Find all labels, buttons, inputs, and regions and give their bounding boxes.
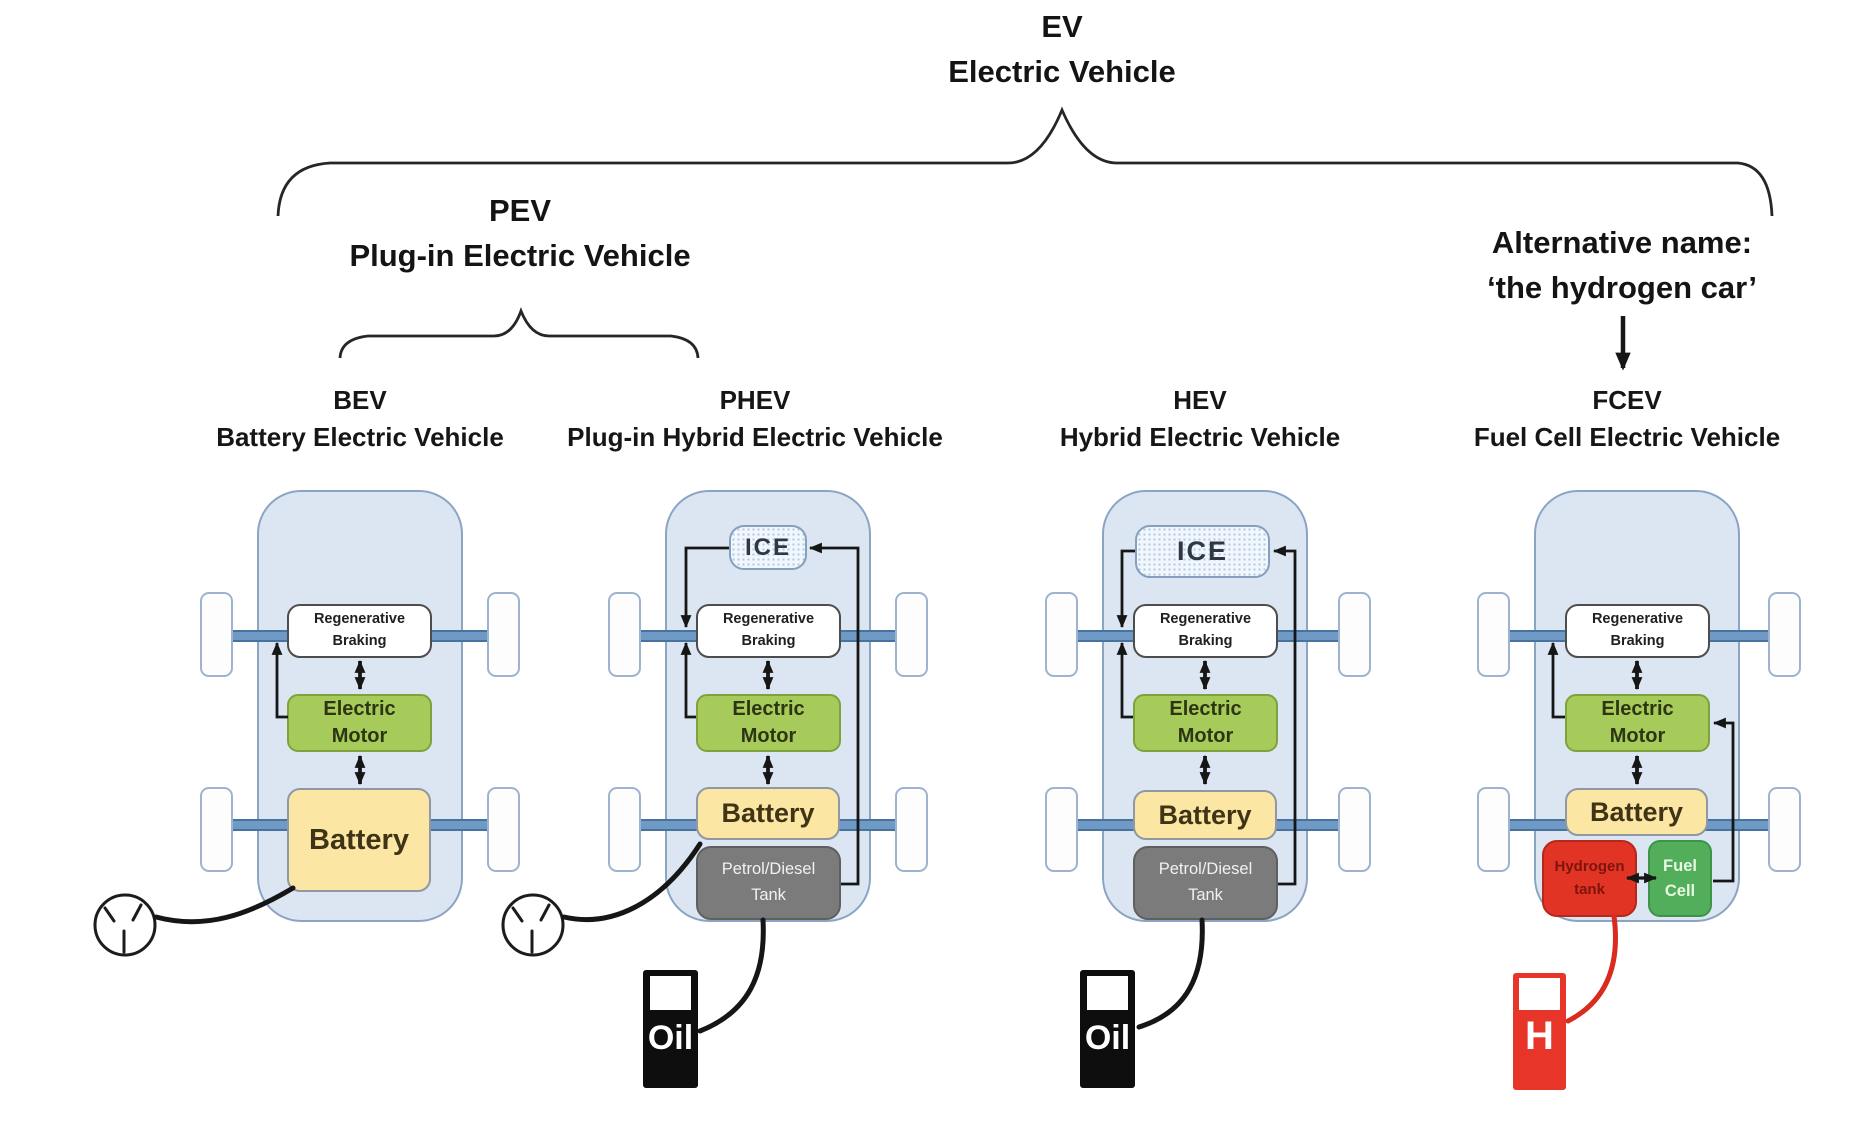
ice-box: ICE [729, 525, 807, 570]
wheel [1338, 787, 1371, 872]
regenerative-braking-box: Regenerative Braking [1565, 604, 1710, 658]
hev-header: HEV Hybrid Electric Vehicle [980, 382, 1420, 456]
ev-title: EV Electric Vehicle [712, 4, 1412, 94]
power-plug-icon [501, 893, 565, 957]
oil-pump-icon: Oil [643, 970, 698, 1088]
wheel [1477, 592, 1510, 677]
ev-acronym: EV [1041, 9, 1083, 44]
fcev-alt-line2: ‘the hydrogen car’ [1487, 270, 1757, 305]
fcev-acronym: FCEV [1592, 385, 1662, 415]
wheel [1338, 592, 1371, 677]
wheel [200, 787, 233, 872]
wheel [608, 787, 641, 872]
battery-box: Battery [287, 788, 431, 892]
power-plug-icon [93, 893, 157, 957]
wheel [1477, 787, 1510, 872]
wheel [895, 787, 928, 872]
wheel [1045, 592, 1078, 677]
pump-window [1087, 976, 1128, 1010]
fcev-name: Fuel Cell Electric Vehicle [1473, 422, 1781, 452]
pev-group-brace [338, 307, 700, 359]
phev-name: Plug-in Hybrid Electric Vehicle [567, 422, 943, 452]
bev-header: BEV Battery Electric Vehicle [140, 382, 580, 456]
wheel [895, 592, 928, 677]
oil-pump-label: Oil [1084, 1019, 1131, 1057]
pev-group-label: PEV Plug-in Electric Vehicle [290, 188, 750, 278]
hydrogen-tank-box: Hydrogen tank [1542, 840, 1637, 917]
phev-acronym: PHEV [719, 385, 791, 415]
oil-pump-icon: Oil [1080, 970, 1135, 1088]
fuel-hose [697, 917, 766, 1034]
pev-name: Plug-in Electric Vehicle [349, 238, 691, 273]
petrol-diesel-tank-box: Petrol/Diesel Tank [696, 846, 841, 920]
battery-box: Battery [696, 787, 840, 840]
hev-acronym: HEV [1173, 385, 1227, 415]
hydrogen-pump-label: H [1525, 1014, 1554, 1058]
phev-header: PHEV Plug-in Hybrid Electric Vehicle [515, 382, 995, 456]
regenerative-braking-box: Regenerative Braking [287, 604, 432, 658]
wheel [487, 787, 520, 872]
wheel [1768, 787, 1801, 872]
regenerative-braking-box: Regenerative Braking [696, 604, 841, 658]
electric-motor-box: Electric Motor [1565, 694, 1710, 752]
wheel [608, 592, 641, 677]
fcev-alt-line1: Alternative name: [1491, 225, 1753, 260]
bev-name: Battery Electric Vehicle [216, 422, 504, 452]
battery-box: Battery [1133, 790, 1277, 840]
wheel [487, 592, 520, 677]
petrol-diesel-tank-box: Petrol/Diesel Tank [1133, 846, 1278, 920]
battery-box: Battery [1565, 788, 1708, 836]
electric-motor-box: Electric Motor [287, 694, 432, 752]
bev-acronym: BEV [333, 385, 387, 415]
electric-motor-box: Electric Motor [1133, 694, 1278, 752]
regenerative-braking-box: Regenerative Braking [1133, 604, 1278, 658]
fcev-header: FCEV Fuel Cell Electric Vehicle [1397, 382, 1854, 456]
ice-box: ICE [1135, 525, 1270, 578]
wheel [1045, 787, 1078, 872]
pev-acronym: PEV [488, 193, 552, 228]
hev-name: Hybrid Electric Vehicle [1059, 422, 1341, 452]
pump-window [1519, 978, 1560, 1010]
hydrogen-hose [1565, 913, 1618, 1024]
fuel-cell-box: Fuel Cell [1648, 840, 1712, 917]
fuel-hose [1136, 917, 1205, 1030]
pump-window [650, 976, 691, 1010]
ev-name: Electric Vehicle [948, 54, 1176, 89]
electric-motor-box: Electric Motor [696, 694, 841, 752]
wheel [200, 592, 233, 677]
wheel [1768, 592, 1801, 677]
oil-pump-label: Oil [647, 1019, 694, 1057]
hydrogen-pump-icon: H [1513, 973, 1566, 1090]
fcev-alt-name: Alternative name: ‘the hydrogen car’ [1392, 220, 1852, 310]
